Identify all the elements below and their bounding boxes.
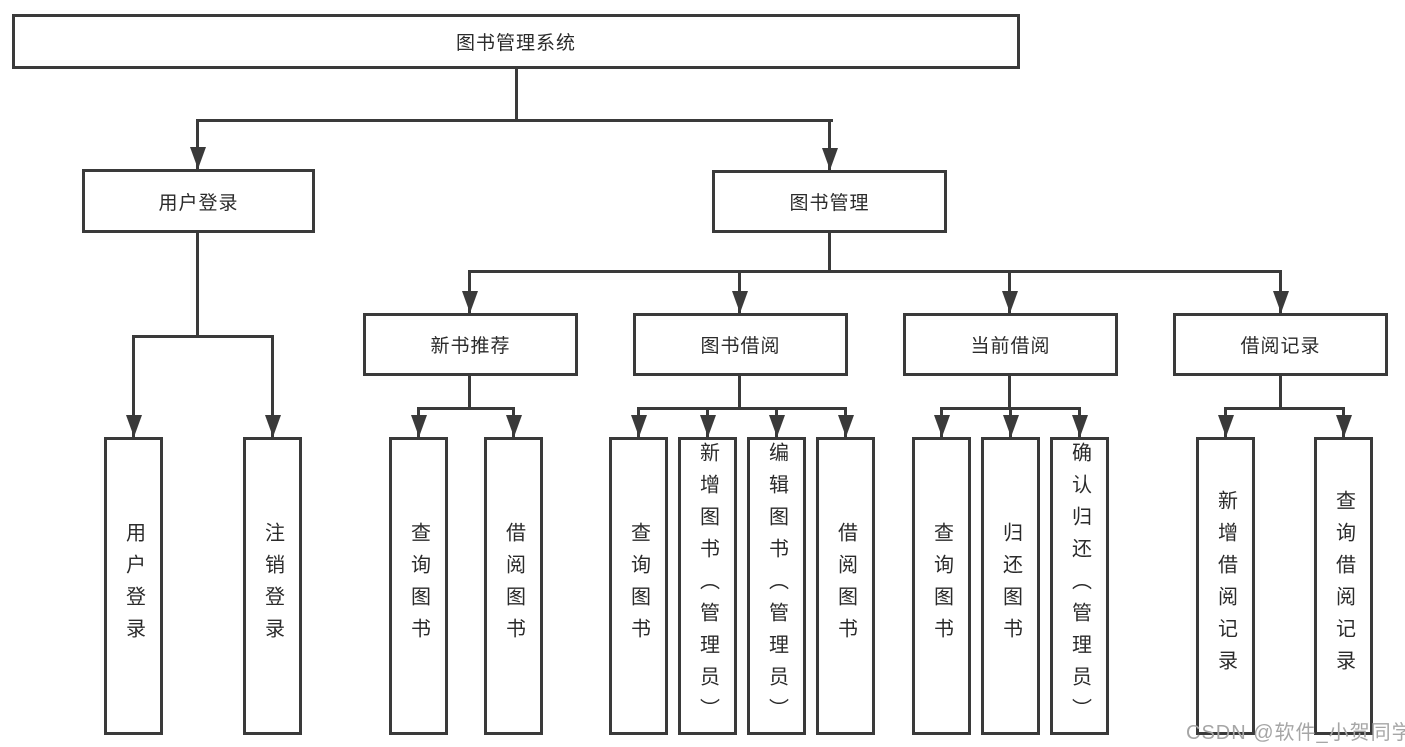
arrow-down-icon <box>934 415 950 437</box>
node-label: 新书推荐 <box>430 336 511 357</box>
leaf-logout: 注销登录 <box>243 437 302 735</box>
arrow-down-icon <box>265 415 281 437</box>
node-book-mgmt: 图书管理 <box>712 170 947 233</box>
node-root: 图书管理系统 <box>12 14 1020 69</box>
watermark: CSDN @软件_小贺同学 <box>1186 722 1405 744</box>
arrow-down-icon <box>732 291 748 313</box>
leaf-add-borrow-record: 新增借阅记录 <box>1196 437 1255 735</box>
leaf-user-login: 用户登录 <box>104 437 163 735</box>
node-book-mgmt-label: 图书管理 <box>789 193 870 214</box>
edge-book-mgmt-stem <box>828 233 831 270</box>
edge-section-stem <box>1279 376 1282 407</box>
leaf-label: 借阅图书 <box>834 522 857 650</box>
arrow-down-icon <box>411 415 427 437</box>
leaf-label: 确认归还（管理员） <box>1068 442 1091 730</box>
arrow-down-icon <box>1072 415 1088 437</box>
edge-section-stem <box>738 376 741 407</box>
leaf-add-book-admin: 新增图书（管理员） <box>678 437 737 735</box>
arrow-down-icon <box>126 415 142 437</box>
edge-book-mgmt-branch <box>468 270 1282 273</box>
edge-to-leaf <box>132 335 135 437</box>
node-root-label: 图书管理系统 <box>455 33 576 54</box>
leaf-query-book: 查询图书 <box>912 437 971 735</box>
node-new-book-recommend: 新书推荐 <box>363 313 578 376</box>
leaf-edit-book-admin: 编辑图书（管理员） <box>747 437 806 735</box>
edge-section-stem <box>468 376 471 407</box>
leaf-label: 查询图书 <box>627 522 650 650</box>
arrow-down-icon <box>1002 291 1018 313</box>
leaf-label: 新增借阅记录 <box>1214 490 1237 682</box>
arrow-down-icon <box>769 415 785 437</box>
node-current-borrow: 当前借阅 <box>903 313 1118 376</box>
arrow-down-icon <box>1273 291 1289 313</box>
arrow-down-icon <box>822 148 838 170</box>
edge-root-stem <box>515 69 518 119</box>
arrow-down-icon <box>1336 415 1352 437</box>
edge-to-user-login <box>196 119 199 169</box>
edge-section-branch <box>1224 407 1345 410</box>
arrow-down-icon <box>700 415 716 437</box>
leaf-label: 用户登录 <box>122 522 145 650</box>
leaf-label: 注销登录 <box>261 522 284 650</box>
leaf-label: 查询图书 <box>407 522 430 650</box>
edge-root-branch <box>196 119 833 122</box>
leaf-borrow-book: 借阅图书 <box>816 437 875 735</box>
arrow-down-icon <box>1218 415 1234 437</box>
leaf-label: 查询借阅记录 <box>1332 490 1355 682</box>
leaf-return-book: 归还图书 <box>981 437 1040 735</box>
edge-user-login-stem <box>196 233 199 335</box>
node-label: 当前借阅 <box>970 336 1051 357</box>
leaf-query-book: 查询图书 <box>609 437 668 735</box>
leaf-label: 查询图书 <box>930 522 953 650</box>
edge-user-login-branch <box>132 335 274 338</box>
arrow-down-icon <box>1003 415 1019 437</box>
node-label: 图书借阅 <box>700 336 781 357</box>
node-label: 借阅记录 <box>1240 336 1321 357</box>
node-book-borrow: 图书借阅 <box>633 313 848 376</box>
edge-to-book-mgmt <box>828 119 831 170</box>
edge-section-branch <box>637 407 847 410</box>
arrow-down-icon <box>190 147 206 169</box>
arrow-down-icon <box>631 415 647 437</box>
arrow-down-icon <box>506 415 522 437</box>
node-user-login: 用户登录 <box>82 169 315 233</box>
leaf-label: 编辑图书（管理员） <box>765 442 788 730</box>
edge-to-leaf <box>271 335 274 437</box>
leaf-label: 借阅图书 <box>502 522 525 650</box>
arrow-down-icon <box>462 291 478 313</box>
edge-section-branch <box>417 407 515 410</box>
node-user-login-label: 用户登录 <box>158 192 239 214</box>
leaf-query-borrow-record: 查询借阅记录 <box>1314 437 1373 735</box>
arrow-down-icon <box>838 415 854 437</box>
leaf-confirm-return-admin: 确认归还（管理员） <box>1050 437 1109 735</box>
leaf-label: 归还图书 <box>999 522 1022 650</box>
leaf-borrow-book: 借阅图书 <box>484 437 543 735</box>
edge-section-stem <box>1008 376 1011 407</box>
leaf-label: 新增图书（管理员） <box>696 442 719 730</box>
node-borrow-record: 借阅记录 <box>1173 313 1388 376</box>
leaf-query-book: 查询图书 <box>389 437 448 735</box>
